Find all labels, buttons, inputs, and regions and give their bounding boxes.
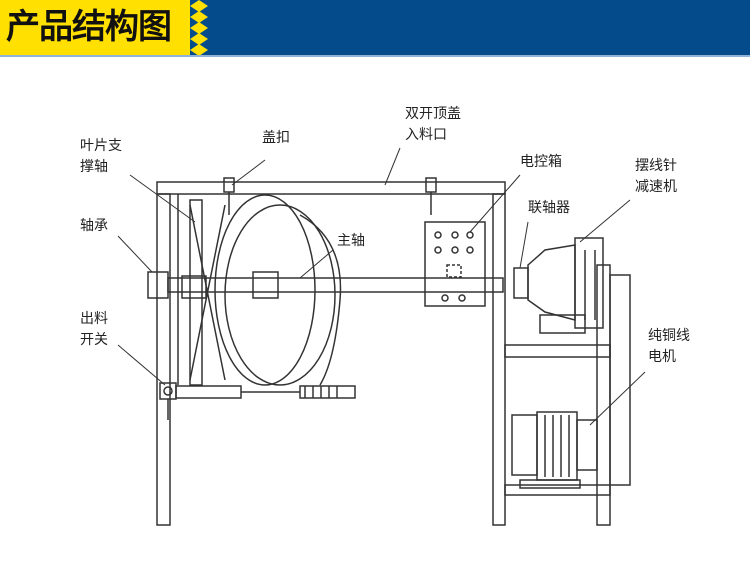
header-title-background: 产品结构图: [0, 0, 190, 55]
label-line: 撑轴: [80, 159, 108, 175]
label-motor: 纯铜线 电机: [648, 326, 690, 368]
label-line: 出料: [80, 311, 108, 327]
label-top-cover: 双开顶盖 入料口: [405, 104, 461, 146]
page-title: 产品结构图: [6, 7, 172, 47]
label-coupling: 联轴器: [528, 200, 570, 216]
header-banner: 产品结构图: [0, 0, 750, 57]
motor-icon: [511, 411, 598, 489]
label-line: 减速机: [635, 179, 677, 195]
label-discharge-switch: 出料 开关: [80, 309, 108, 351]
leader-lines: [117, 147, 646, 426]
label-bearing: 轴承: [80, 218, 108, 234]
label-line: 电机: [648, 349, 676, 365]
ribbon-blades: [189, 194, 342, 386]
label-control-box: 电控箱: [520, 154, 562, 170]
control-box: [424, 221, 486, 307]
label-line: 摆线针: [635, 158, 677, 174]
label-main-shaft: 主轴: [337, 233, 365, 249]
frame: [156, 181, 506, 526]
label-line: 开关: [80, 332, 108, 348]
label-line: 入料口: [405, 127, 447, 143]
label-line: 纯铜线: [648, 328, 690, 344]
main-shaft: [147, 271, 504, 299]
discharge-switch: [159, 382, 356, 420]
label-blade-shaft: 叶片支 撑轴: [80, 136, 122, 178]
cover-clasp-icon: [223, 177, 437, 215]
label-line: 双开顶盖: [405, 106, 461, 122]
label-reducer: 摆线针 减速机: [635, 156, 677, 198]
label-line: 叶片支: [80, 138, 122, 154]
coupling-and-reducer: [513, 237, 604, 334]
diamond-border-decoration: [190, 0, 208, 55]
motor-frame: [504, 264, 631, 526]
label-cover-clasp: 盖扣: [262, 130, 290, 146]
